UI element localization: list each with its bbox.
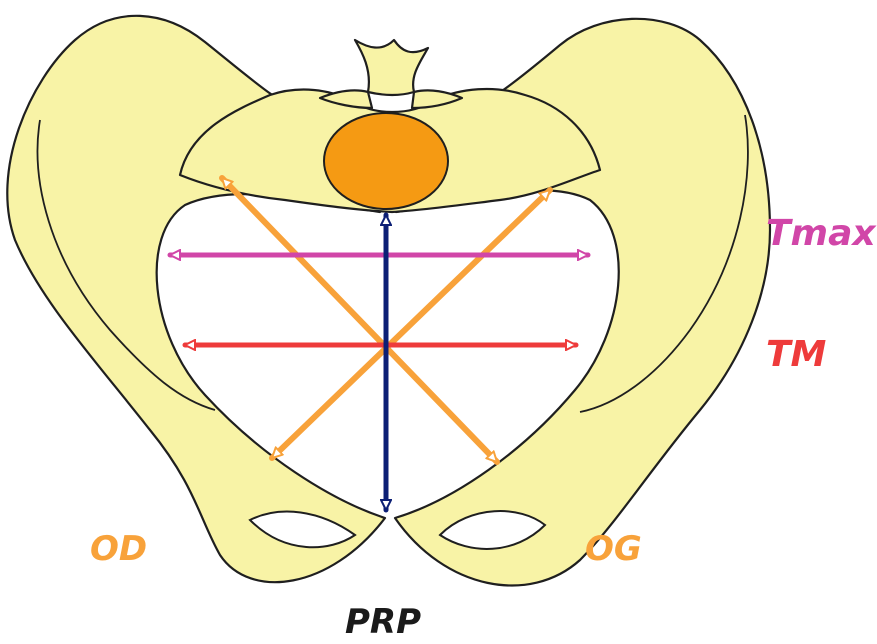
oblique-diameter-left [222, 178, 497, 462]
oblique-diameter-right [272, 190, 550, 458]
sacral-body [324, 113, 448, 209]
tm-label: TM [766, 334, 827, 375]
tmax-label: Tmax [766, 213, 877, 254]
prp-label: PRP [345, 602, 421, 642]
sacral-spine [355, 40, 428, 95]
od-label: OD [90, 529, 147, 569]
og-label: OG [585, 529, 642, 569]
